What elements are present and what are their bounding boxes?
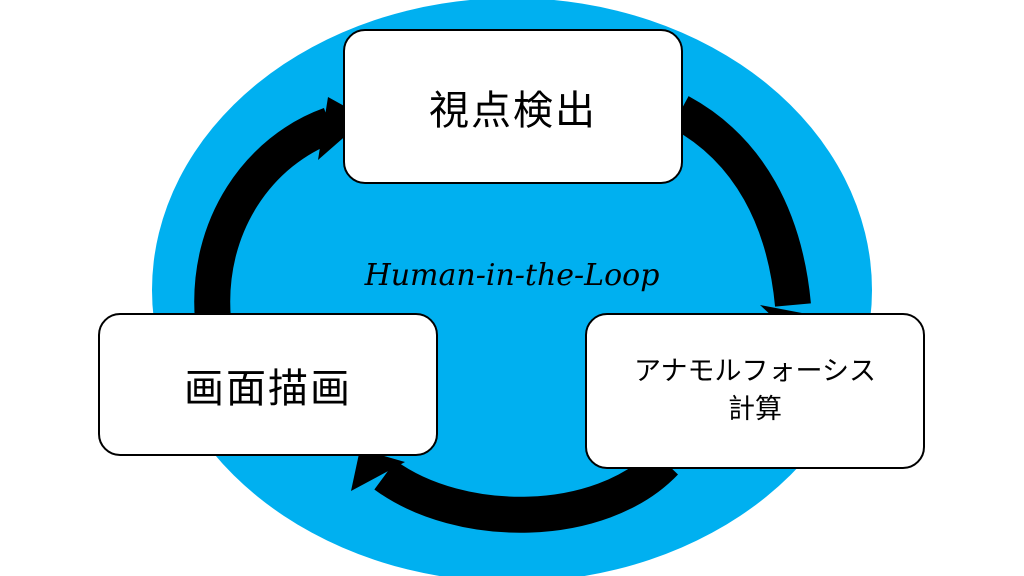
arrow-calc-to-draw [374, 449, 678, 533]
node-label: 画面描画 [184, 365, 352, 412]
node-screen-drawing: 画面描画 [98, 313, 438, 456]
node-label-line2: 計算 [728, 394, 782, 425]
arrow-detect-to-calc [671, 96, 811, 307]
node-label: 視点検出 [429, 87, 597, 134]
center-label: Human-in-the-Loop [364, 258, 660, 293]
node-anamorphosis-calc: アナモルフォーシス 計算 [585, 313, 925, 469]
node-label-line1: アナモルフォーシス [634, 356, 876, 387]
arrowhead-draw [351, 449, 405, 491]
node-viewpoint-detection: 視点検出 [343, 29, 683, 184]
arrow-draw-to-detect [194, 108, 337, 322]
